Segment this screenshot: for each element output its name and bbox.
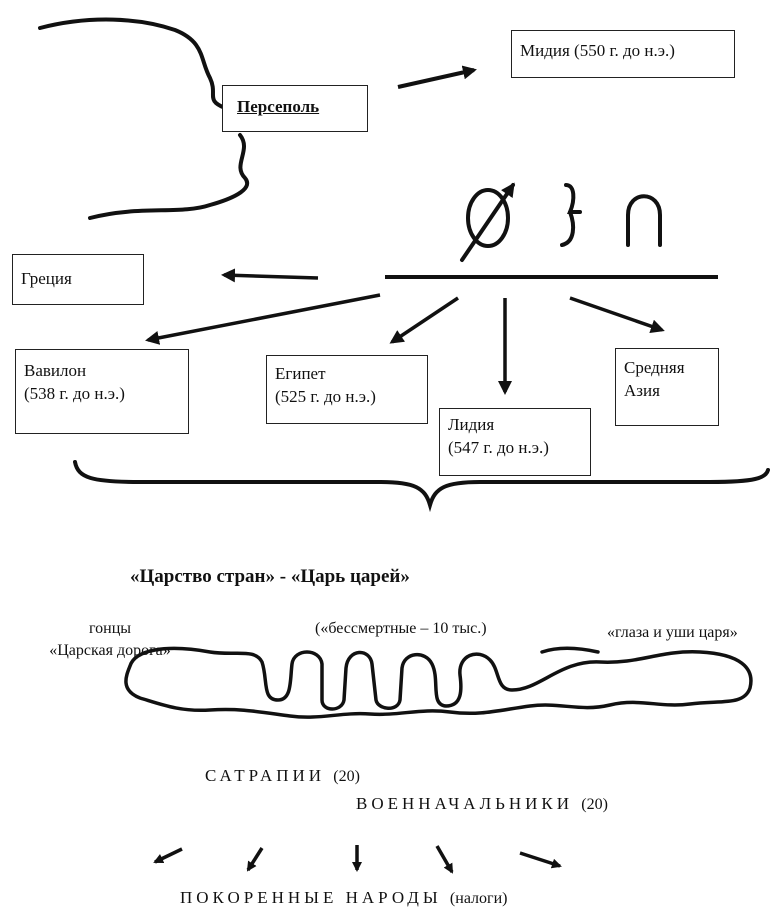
empire-outline (124, 646, 753, 719)
arrow-to-babylon (145, 293, 381, 345)
arrow-people-5 (519, 851, 562, 869)
egypt-label: Египет (275, 364, 326, 383)
babylon-label: Вавилон (24, 361, 87, 380)
central-asia-line1: Средняя (624, 358, 685, 377)
curly-brace (73, 460, 770, 513)
persepolis-box: Персеполь (222, 85, 368, 132)
empire-heading: «Царство стран» - «Царь царей» (130, 566, 410, 587)
arrow-to-greece (221, 268, 319, 283)
arrow-people-4 (435, 845, 454, 874)
media-box: Мидия (550 г. до н.э.) (511, 30, 735, 78)
messengers-label: гонцы «Царская дорога» (20, 618, 200, 661)
babylon-date: (538 г. до н.э.) (24, 383, 125, 403)
slashed-circle-symbol (466, 188, 510, 248)
royal-road-line: «Царская дорога» (49, 641, 171, 659)
arch-symbol (626, 194, 662, 247)
arrow-to-central-asia (569, 296, 665, 333)
commanders-text: ВОЕННАЧАЛЬНИКИ (356, 794, 574, 813)
lydia-label: Лидия (448, 415, 495, 434)
babylon-box: Вавилон (538 г. до н.э.) (15, 349, 189, 434)
arrow-stroke-symbol (460, 182, 515, 262)
brace-symbol (560, 183, 582, 247)
central-asia-line2: Азия (624, 380, 660, 400)
arrow-to-egypt (389, 296, 459, 344)
satrapies-text: САТРАПИИ (205, 766, 326, 785)
lydia-date: (547 г. до н.э.) (448, 437, 549, 457)
egypt-box: Египет (525 г. до н.э.) (266, 355, 428, 424)
arrows-from-bar (145, 268, 665, 395)
conquered-text: ПОКОРЕННЫЕ НАРОДЫ (180, 888, 442, 907)
eyes-ears-label: «глаза и уши царя» (607, 624, 738, 641)
satrapies-label: САТРАПИИ (20) (205, 766, 360, 786)
commanders-count: (20) (581, 796, 608, 813)
conquered-label: ПОКОРЕННЫЕ НАРОДЫ (налоги) (180, 888, 508, 908)
persepolis-label: Персеполь (237, 97, 320, 116)
arrow-people-2 (246, 847, 264, 872)
messengers-line1: гонцы (88, 620, 132, 637)
greece-label: Греция (21, 269, 72, 288)
egypt-date: (525 г. до н.э.) (275, 386, 376, 406)
greece-box: Греция (12, 254, 144, 305)
central-asia-box: Средняя Азия (615, 348, 719, 426)
outline-tail (540, 646, 600, 654)
arrows-to-peoples (153, 845, 562, 874)
satrapies-count: (20) (333, 768, 360, 785)
immortals-label: («бессмертные – 10 тыс.) (315, 620, 487, 637)
media-label: Мидия (550 г. до н.э.) (520, 41, 675, 60)
arrow-to-media (397, 65, 477, 89)
commanders-label: ВОЕННАЧАЛЬНИКИ (20) (356, 794, 608, 814)
river-line (38, 17, 250, 220)
lydia-box: Лидия (547 г. до н.э.) (439, 408, 591, 476)
symbol-group (460, 182, 662, 262)
conquered-note: (налоги) (449, 890, 508, 907)
arrow-people-1 (153, 847, 183, 864)
